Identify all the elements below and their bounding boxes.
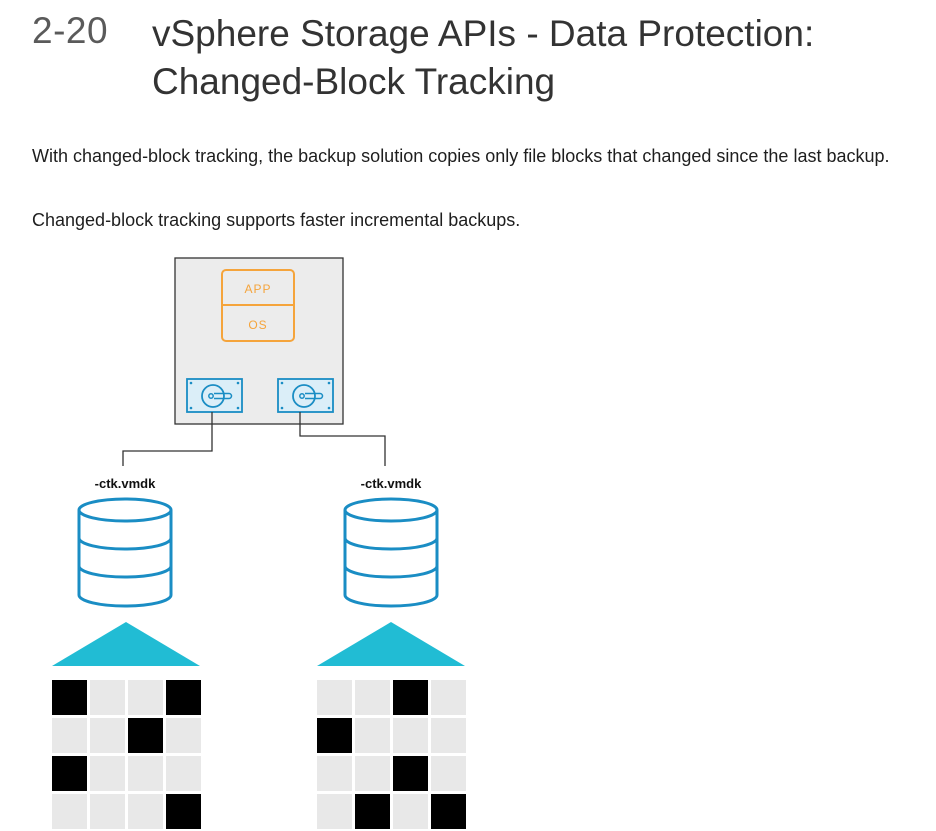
app-os-stack-icon: APP OS	[221, 269, 295, 342]
changed-block	[355, 794, 390, 829]
unchanged-block	[431, 756, 466, 791]
datastore-icon-left	[77, 497, 173, 608]
changed-block	[431, 794, 466, 829]
connector-right	[299, 412, 386, 466]
changed-block	[393, 756, 428, 791]
unchanged-block	[166, 756, 201, 791]
changed-block	[393, 680, 428, 715]
changed-block	[128, 718, 163, 753]
ctk-vmdk-label-left: -ctk.vmdk	[95, 476, 156, 491]
unchanged-block	[431, 680, 466, 715]
unchanged-block	[317, 794, 352, 829]
virtual-disk-icon-left	[186, 378, 243, 413]
changed-block	[317, 718, 352, 753]
unchanged-block	[128, 756, 163, 791]
unchanged-block	[90, 680, 125, 715]
unchanged-block	[431, 718, 466, 753]
unchanged-block	[128, 680, 163, 715]
changed-block	[166, 794, 201, 829]
unchanged-block	[90, 794, 125, 829]
unchanged-block	[393, 718, 428, 753]
changed-block	[166, 680, 201, 715]
unchanged-block	[393, 794, 428, 829]
unchanged-block	[90, 718, 125, 753]
slide-number: 2-20	[32, 10, 109, 51]
expand-triangle-left	[52, 622, 200, 666]
connector-left	[122, 412, 213, 466]
slide-title-line-2: Changed-Block Tracking	[152, 61, 556, 102]
unchanged-block	[317, 680, 352, 715]
unchanged-block	[355, 756, 390, 791]
paragraph-cbt-description: With changed-block tracking, the backup …	[32, 146, 890, 166]
unchanged-block	[317, 756, 352, 791]
unchanged-block	[355, 718, 390, 753]
unchanged-block	[52, 794, 87, 829]
datastore-icon-right	[343, 497, 439, 608]
unchanged-block	[52, 718, 87, 753]
expand-triangle-right	[317, 622, 465, 666]
app-label: APP	[244, 282, 271, 296]
slide-title: vSphere Storage APIs - Data Protection: …	[152, 10, 922, 106]
changed-block	[52, 680, 87, 715]
os-label: OS	[248, 318, 267, 332]
unchanged-block	[90, 756, 125, 791]
paragraph-cbt-benefit: Changed-block tracking supports faster i…	[32, 210, 521, 230]
block-grid-right	[317, 680, 466, 829]
ctk-vmdk-label-right: -ctk.vmdk	[361, 476, 422, 491]
unchanged-block	[166, 718, 201, 753]
block-grid-left	[52, 680, 201, 829]
changed-block	[52, 756, 87, 791]
unchanged-block	[128, 794, 163, 829]
virtual-disk-icon-right	[277, 378, 334, 413]
slide-title-line-1: vSphere Storage APIs - Data Protection:	[152, 13, 815, 54]
unchanged-block	[355, 680, 390, 715]
